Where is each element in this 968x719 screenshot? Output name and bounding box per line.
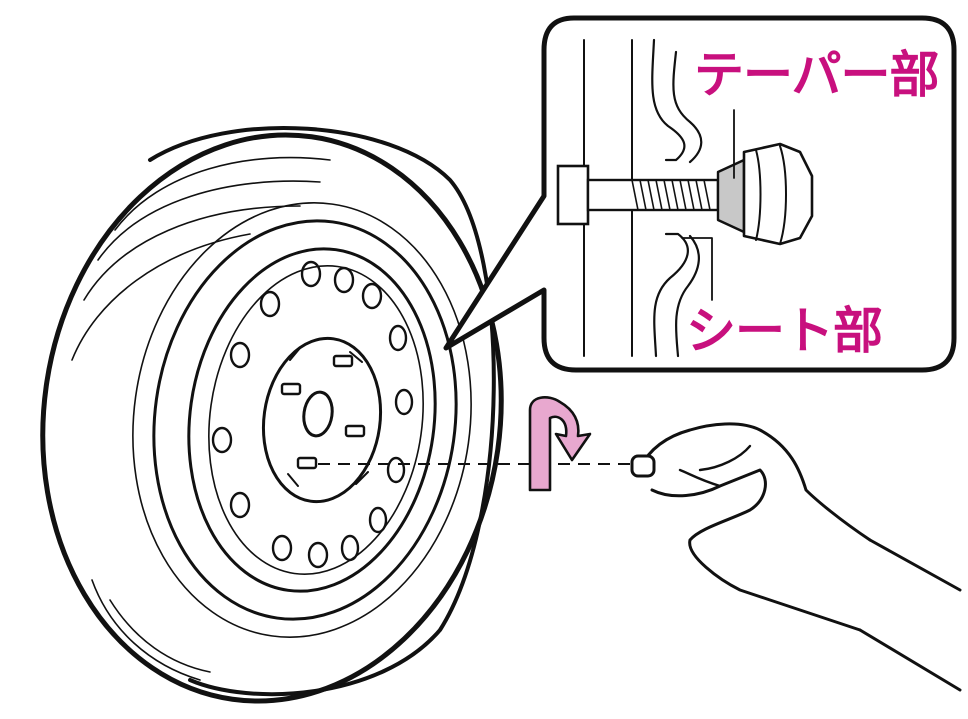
tire (40, 126, 504, 704)
rim-holes (211, 260, 414, 569)
hub-studs (280, 354, 366, 470)
taper-part-label: テーパー部 (694, 46, 939, 104)
nut-taper (716, 158, 746, 234)
callout-detail (556, 38, 814, 358)
clockwise-rotation-arrow-icon (528, 396, 592, 492)
bolt-head (556, 164, 590, 226)
seat-leader-line (681, 237, 713, 301)
bolt-thread (631, 179, 711, 211)
seat-part-label: シート部 (686, 302, 883, 360)
nut-body (742, 142, 814, 246)
steel-wheel (187, 247, 437, 593)
hand-holding-nut (630, 422, 962, 692)
